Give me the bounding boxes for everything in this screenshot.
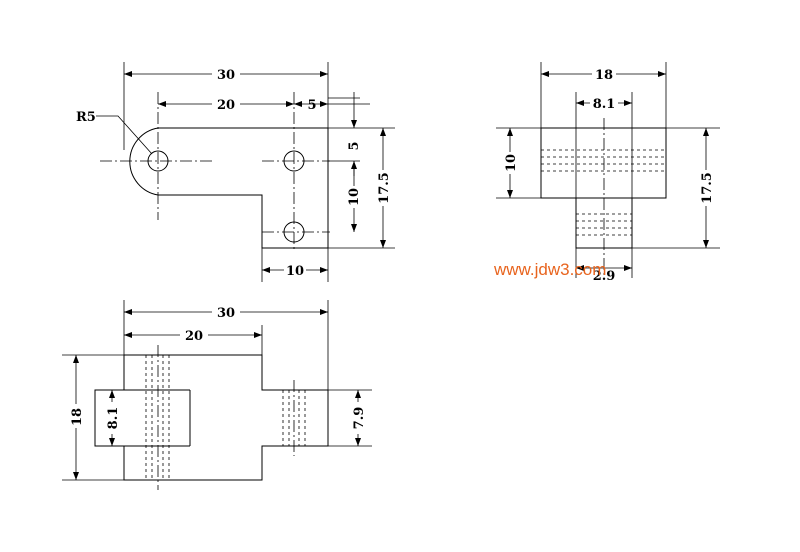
front-view: 30 20 5 5 10 17.5 10 R5 xyxy=(76,62,395,282)
front-dim-10-bottom: 10 xyxy=(286,264,304,279)
side-dim-8-1: 8.1 xyxy=(593,97,616,112)
top-dim-30: 30 xyxy=(217,306,235,321)
front-dim-17-5: 17.5 xyxy=(377,172,392,204)
side-dim-2-9: 2.9 xyxy=(593,269,616,284)
watermark: www.jdw3.com xyxy=(493,260,606,279)
front-view-outline xyxy=(129,127,329,249)
side-dim-17-5: 17.5 xyxy=(700,172,715,204)
side-view-upper-block xyxy=(540,127,667,199)
top-view: 30 20 18 8.1 7.9 xyxy=(62,300,372,490)
side-dim-10: 10 xyxy=(504,154,519,172)
side-view: 18 8.1 10 17.5 2.9 xyxy=(496,62,720,284)
top-dim-20: 20 xyxy=(185,329,203,344)
front-dim-5-right: 5 xyxy=(347,141,362,150)
top-dim-7-9: 7.9 xyxy=(352,407,367,430)
side-dim-18: 18 xyxy=(595,68,613,83)
top-view-outline xyxy=(94,354,329,481)
front-dim-30: 30 xyxy=(217,68,235,83)
front-dim-5-top: 5 xyxy=(307,98,316,113)
front-radius-label: R5 xyxy=(76,110,96,125)
front-dim-20: 20 xyxy=(217,98,235,113)
top-dim-18: 18 xyxy=(70,408,85,426)
front-dim-10-vertical: 10 xyxy=(347,188,362,206)
top-dim-8-1: 8.1 xyxy=(106,407,121,430)
